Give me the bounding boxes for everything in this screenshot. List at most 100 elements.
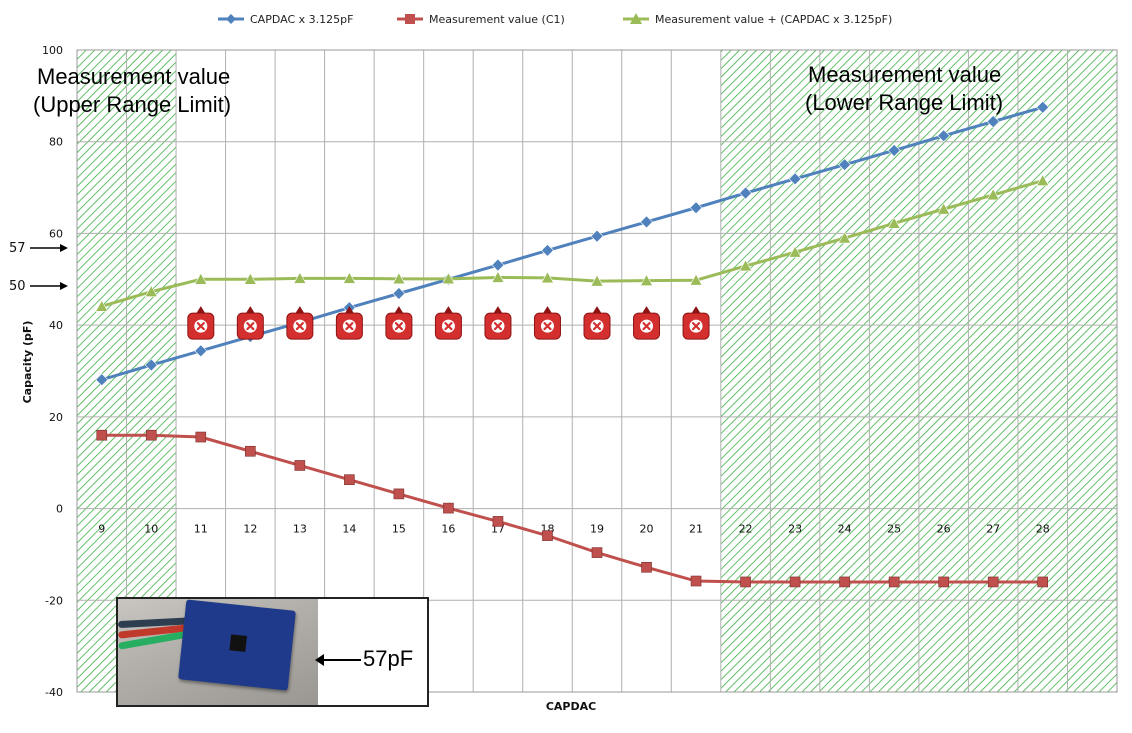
x-tick-label: 22 — [739, 523, 753, 536]
x-tick-label: 20 — [640, 523, 654, 536]
plot-border — [76, 49, 1118, 693]
point-square — [443, 502, 454, 514]
upper-range-label-line2: (Upper Range Limit) — [33, 92, 231, 117]
series — [95, 100, 1050, 588]
x-tick-label: 15 — [392, 523, 406, 536]
point-diamond — [144, 358, 158, 372]
point-triangle — [1036, 174, 1050, 186]
point-square — [888, 576, 900, 588]
x-tick-label: 21 — [689, 523, 703, 536]
x-tick-label: 12 — [243, 523, 257, 536]
legend-label-2: Measurement value + (CAPDAC x 3.125pF) — [655, 13, 892, 26]
photo-capacitance-label: 57pF — [363, 646, 414, 671]
error-x-icon — [246, 322, 255, 331]
error-badge-tip — [294, 306, 305, 315]
legend-marker-diamond — [226, 14, 236, 24]
point-square — [1037, 576, 1049, 588]
y-tick-label: 60 — [49, 227, 63, 240]
y-axis-title: Capacity (pF) — [21, 321, 34, 404]
y-tick-label: 0 — [56, 503, 63, 516]
point-square — [740, 576, 751, 588]
error-badge-tip — [393, 306, 404, 315]
point-square — [492, 516, 504, 527]
point-triangle — [937, 202, 951, 215]
circuit-board — [178, 599, 296, 691]
error-x-icon — [642, 322, 651, 331]
grid — [76, 49, 1118, 693]
x-tick-label: 10 — [144, 523, 158, 536]
error-badge-tip — [492, 306, 503, 315]
point-triangle — [491, 270, 505, 283]
upper-range-label-line1: Measurement value — [37, 64, 230, 89]
point-square — [690, 575, 702, 587]
point-square — [96, 429, 108, 441]
point-square — [938, 576, 949, 588]
point-square — [294, 460, 306, 471]
point-square — [245, 445, 256, 457]
x-tick-label: 14 — [342, 523, 356, 536]
point-diamond — [1036, 100, 1050, 114]
x-tick-label: 23 — [788, 523, 802, 536]
annotations: Measurement value (Upper Range Limit) Me… — [9, 62, 1003, 294]
point-diamond — [491, 258, 505, 272]
point-square — [591, 547, 603, 558]
x-tick-label: 24 — [838, 523, 852, 536]
error-x-icon — [543, 322, 552, 331]
error-x-icon — [592, 322, 602, 331]
x-tick-label: 28 — [1036, 523, 1050, 536]
point-triangle — [590, 274, 604, 287]
point-square — [195, 431, 207, 443]
error-x-icon — [345, 322, 354, 331]
point-triangle — [144, 285, 158, 297]
error-x-icon — [196, 322, 205, 331]
legend-label-0: CAPDAC x 3.125pF — [250, 13, 353, 26]
chip — [229, 634, 247, 652]
error-x-icon — [295, 322, 304, 331]
marker-50-label: 50 — [9, 279, 26, 294]
series-line-2 — [101, 179, 1044, 308]
error-badge-tip — [443, 306, 454, 315]
point-square — [987, 576, 999, 588]
point-triangle — [243, 272, 257, 285]
point-square — [839, 576, 850, 588]
sensor-photo — [118, 599, 318, 705]
point-triangle — [887, 216, 901, 229]
legend-marker-triangle — [630, 13, 642, 24]
series-line-1 — [101, 433, 1043, 584]
point-diamond — [541, 243, 554, 257]
x-tick-label: 26 — [937, 523, 951, 536]
x-tick-label: 16 — [441, 523, 455, 536]
error-badge-tip — [691, 306, 702, 315]
point-diamond — [640, 215, 653, 229]
error-badge-tip — [195, 306, 206, 315]
lower-range-label-line2: (Lower Range Limit) — [805, 90, 1003, 115]
left-arrow-head-icon — [60, 244, 68, 252]
error-x-icon — [394, 322, 404, 331]
point-triangle — [788, 245, 802, 258]
point-triangle — [739, 259, 753, 272]
point-diamond — [986, 115, 1000, 128]
point-triangle — [640, 274, 654, 286]
point-triangle — [540, 271, 554, 284]
point-triangle — [392, 272, 406, 285]
point-square — [542, 530, 553, 541]
point-diamond — [95, 373, 109, 387]
error-badge-tip — [245, 306, 256, 315]
error-x-icon — [444, 322, 453, 331]
sensor-photo-inset: 57pF — [116, 597, 429, 707]
point-square — [393, 488, 405, 500]
point-triangle — [194, 272, 208, 285]
point-diamond — [887, 144, 901, 157]
x-tick-label: 27 — [986, 523, 1000, 536]
point-diamond — [788, 172, 802, 186]
lower-range-label-line1: Measurement value — [808, 62, 1001, 87]
point-triangle — [689, 273, 703, 286]
y-tick-label: 80 — [49, 136, 63, 149]
point-triangle — [95, 299, 109, 312]
point-diamond — [689, 201, 703, 215]
error-markers — [187, 306, 710, 340]
point-triangle — [838, 231, 852, 244]
